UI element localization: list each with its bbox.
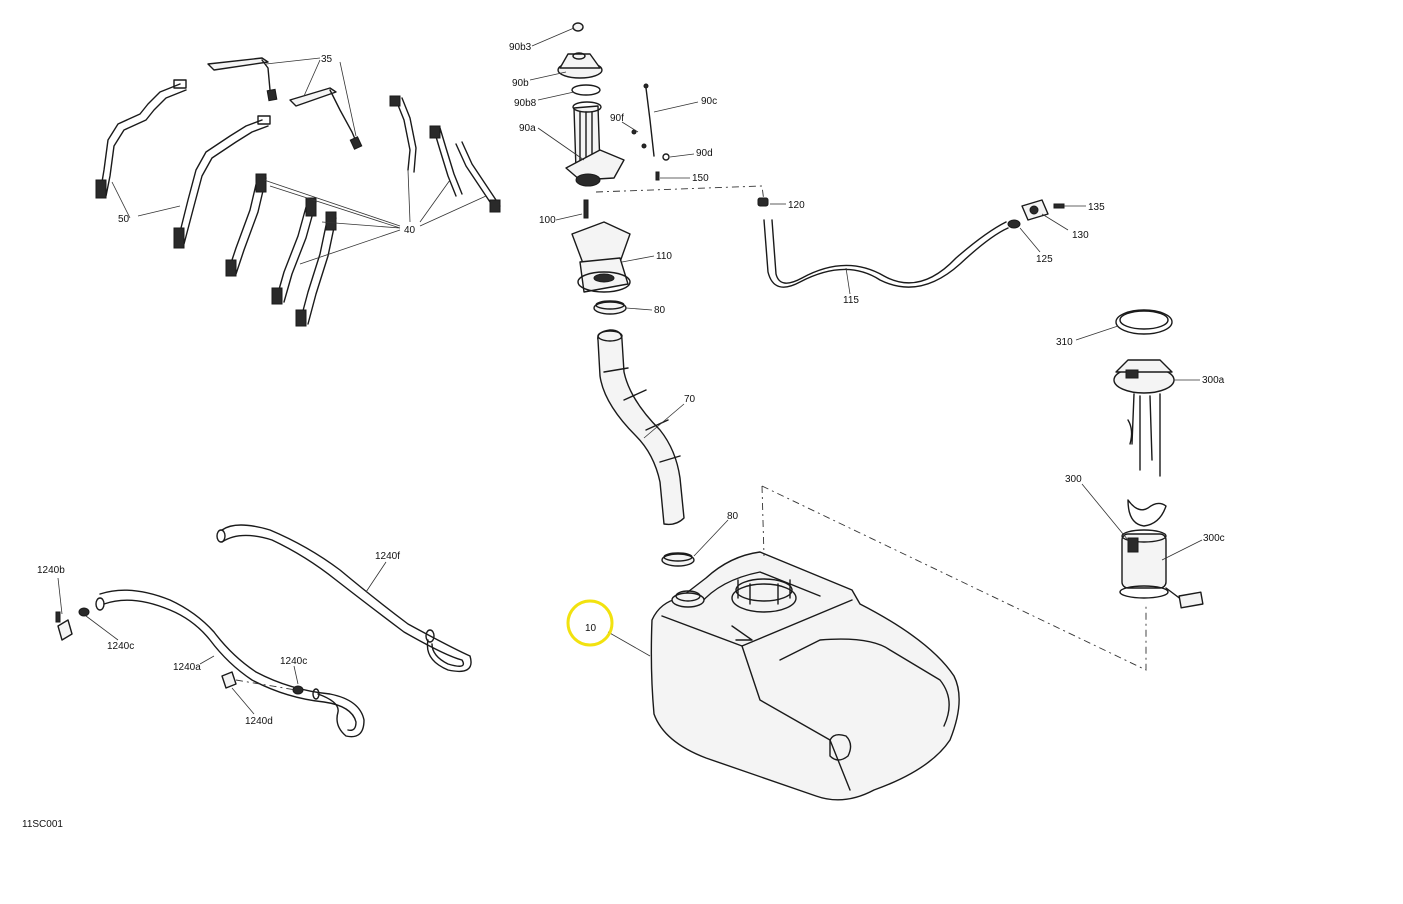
- callout-highlight-circle: [566, 599, 614, 647]
- callout-90a[interactable]: 90a: [519, 123, 536, 134]
- filler-cap-assembly: [529, 22, 699, 315]
- alignment-line-vent: [595, 185, 765, 203]
- callout-135[interactable]: 135: [1088, 202, 1105, 213]
- callout-70[interactable]: 70: [684, 394, 696, 405]
- callout-300a[interactable]: 300a: [1202, 375, 1225, 386]
- cap-90b3[interactable]: [572, 22, 584, 32]
- strap-40-d[interactable]: [389, 95, 417, 173]
- callout-100[interactable]: 100: [539, 215, 556, 226]
- callout-40[interactable]: 40: [404, 225, 416, 236]
- callout-120[interactable]: 120: [788, 200, 805, 211]
- fuel-tank-10[interactable]: [650, 551, 960, 801]
- callout-1240c-right[interactable]: 1240c: [280, 656, 307, 667]
- hose-1240f[interactable]: [216, 524, 472, 673]
- alignment-line-pump: [761, 485, 1147, 671]
- strap-40-c[interactable]: [295, 211, 337, 327]
- fitting-125[interactable]: [1007, 219, 1021, 229]
- callout-125[interactable]: 125: [1036, 254, 1053, 265]
- callout-1240b[interactable]: 1240b: [37, 565, 65, 576]
- callout-90b3[interactable]: 90b3: [509, 42, 532, 53]
- callout-310[interactable]: 310: [1056, 337, 1073, 348]
- clamp-80-upper[interactable]: [593, 300, 627, 315]
- strap-35-lower[interactable]: [289, 87, 363, 150]
- strap-40-f[interactable]: [455, 141, 501, 213]
- filler-neck-90a[interactable]: [565, 101, 625, 187]
- part-90f[interactable]: [631, 129, 647, 149]
- callout-1240d[interactable]: 1240d: [245, 716, 273, 727]
- diagram-reference-code: 11SC001: [22, 819, 63, 830]
- washer-90d[interactable]: [662, 153, 670, 161]
- valve-130[interactable]: [1021, 199, 1049, 221]
- filler-hose-70[interactable]: [597, 329, 685, 526]
- strap-40-b[interactable]: [271, 197, 317, 305]
- callout-1240c-left[interactable]: 1240c: [107, 641, 134, 652]
- callout-90f[interactable]: 90f: [610, 113, 624, 124]
- hose-115[interactable]: [763, 219, 1009, 288]
- screw-150[interactable]: [655, 171, 660, 181]
- clip-1240d[interactable]: [221, 671, 237, 689]
- callout-80-upper[interactable]: 80: [654, 305, 666, 316]
- bracket-110[interactable]: [571, 221, 631, 293]
- lock-ring-310[interactable]: [1115, 309, 1173, 335]
- vent-rod-90c[interactable]: [643, 83, 655, 157]
- screw-135[interactable]: [1053, 203, 1065, 209]
- float-sensor-300c[interactable]: [1165, 587, 1204, 609]
- callout-1240a[interactable]: 1240a: [173, 662, 201, 673]
- screw-100[interactable]: [583, 199, 589, 219]
- callout-10[interactable]: 10: [585, 623, 597, 634]
- callout-130[interactable]: 130: [1072, 230, 1089, 241]
- pump-flange-300a[interactable]: [1113, 359, 1175, 477]
- strap-50-left[interactable]: [95, 79, 187, 199]
- cap-90b[interactable]: [557, 52, 603, 79]
- clamp-1240c-right[interactable]: [292, 685, 320, 700]
- fuel-pump-assembly: [1075, 309, 1204, 609]
- callout-80-lower[interactable]: 80: [727, 511, 739, 522]
- callout-1240f[interactable]: 1240f: [375, 551, 400, 562]
- callout-90b8[interactable]: 90b8: [514, 98, 537, 109]
- clamp-1240c-left[interactable]: [78, 597, 105, 617]
- callout-300[interactable]: 300: [1065, 474, 1082, 485]
- callout-115[interactable]: 115: [843, 295, 859, 306]
- callout-90d[interactable]: 90d: [696, 148, 713, 159]
- callout-35[interactable]: 35: [321, 54, 333, 65]
- hose-1240a[interactable]: [99, 589, 365, 738]
- elbow-1240b[interactable]: [55, 611, 73, 641]
- strap-40-e[interactable]: [429, 125, 463, 197]
- callout-labels: 35 50 40 90b3 90b 90b8 90a 90f 90c 90d 1…: [37, 42, 1225, 727]
- strap-40-a[interactable]: [225, 173, 267, 277]
- callout-110[interactable]: 110: [656, 251, 672, 262]
- lower-hose-assembly: [55, 524, 472, 738]
- strap-group: [95, 57, 501, 327]
- strap-50-right[interactable]: [173, 115, 271, 249]
- callout-90c[interactable]: 90c: [701, 96, 717, 107]
- strap-35-upper[interactable]: [207, 57, 278, 102]
- pump-module-300[interactable]: [1119, 499, 1169, 599]
- callout-300c[interactable]: 300c: [1203, 533, 1225, 544]
- vent-hose-assembly: [757, 197, 1086, 295]
- callout-50[interactable]: 50: [118, 214, 130, 225]
- fitting-120[interactable]: [757, 197, 769, 207]
- callout-150[interactable]: 150: [692, 173, 709, 184]
- gasket-90b8[interactable]: [571, 84, 601, 96]
- clamp-80-lower[interactable]: [661, 552, 695, 567]
- callout-90b[interactable]: 90b: [512, 78, 529, 89]
